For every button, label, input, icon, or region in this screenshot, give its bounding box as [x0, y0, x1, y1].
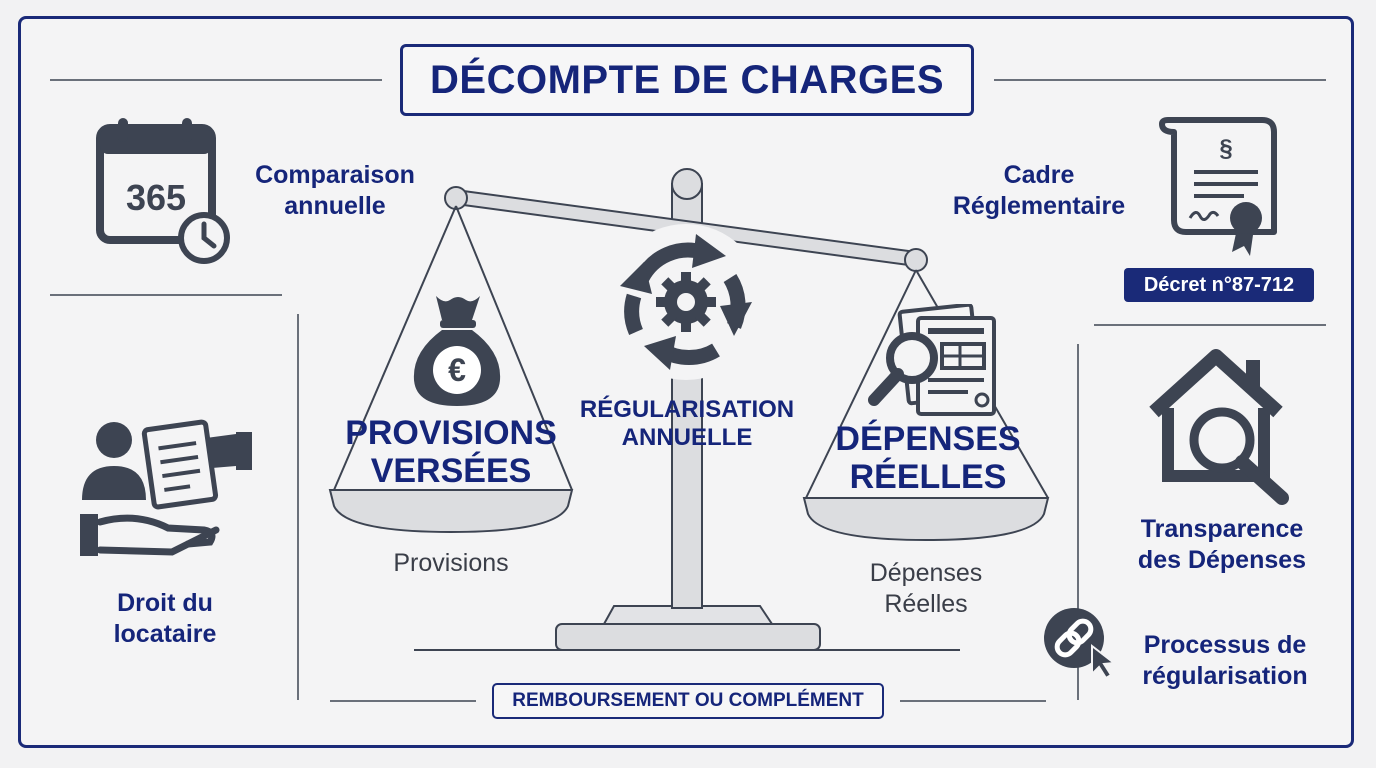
- refund-or-complement-box: REMBOURSEMENT OU COMPLÉMENT: [492, 683, 884, 719]
- transparency-label: Transparence des Dépenses: [1137, 515, 1307, 574]
- calendar-number: 365: [126, 177, 186, 218]
- money-bag-icon: €: [413, 296, 501, 406]
- documents-magnifier-icon: [868, 304, 996, 416]
- scale-base: [555, 605, 821, 651]
- calendar-icon: 365: [96, 118, 230, 264]
- provisions-caption: Provisions: [393, 549, 509, 577]
- legal-document-icon: §: [1159, 117, 1277, 256]
- page-title: DÉCOMPTE DE CHARGES: [430, 57, 944, 102]
- expenses-title: DÉPENSES RÉELLES: [835, 420, 1021, 496]
- regularization-label: RÉGULARISATION ANNUELLE: [579, 396, 795, 451]
- link-cursor-icon: [1044, 608, 1117, 678]
- right-pan: [802, 497, 1050, 542]
- process-label: Processus de régularisation: [1142, 631, 1308, 690]
- left-pan: [328, 489, 574, 534]
- tenant-handover-icon: [80, 419, 252, 556]
- tenant-right-label: Droit du locataire: [113, 589, 217, 648]
- house-magnifier-icon: [1149, 349, 1289, 505]
- decree-badge: Décret n°87-712: [1124, 268, 1314, 302]
- regularization-cycle-icon: [608, 224, 764, 380]
- title-box: DÉCOMPTE DE CHARGES: [400, 44, 974, 116]
- annual-comparison-label: Comparaison annuelle: [255, 161, 415, 220]
- regulatory-label: Cadre Réglementaire: [952, 161, 1126, 220]
- provisions-title: PROVISIONS VERSÉES: [345, 414, 557, 490]
- euro-symbol: €: [448, 352, 466, 388]
- expenses-caption: Dépenses Réelles: [869, 559, 983, 618]
- section-sign: §: [1219, 135, 1232, 162]
